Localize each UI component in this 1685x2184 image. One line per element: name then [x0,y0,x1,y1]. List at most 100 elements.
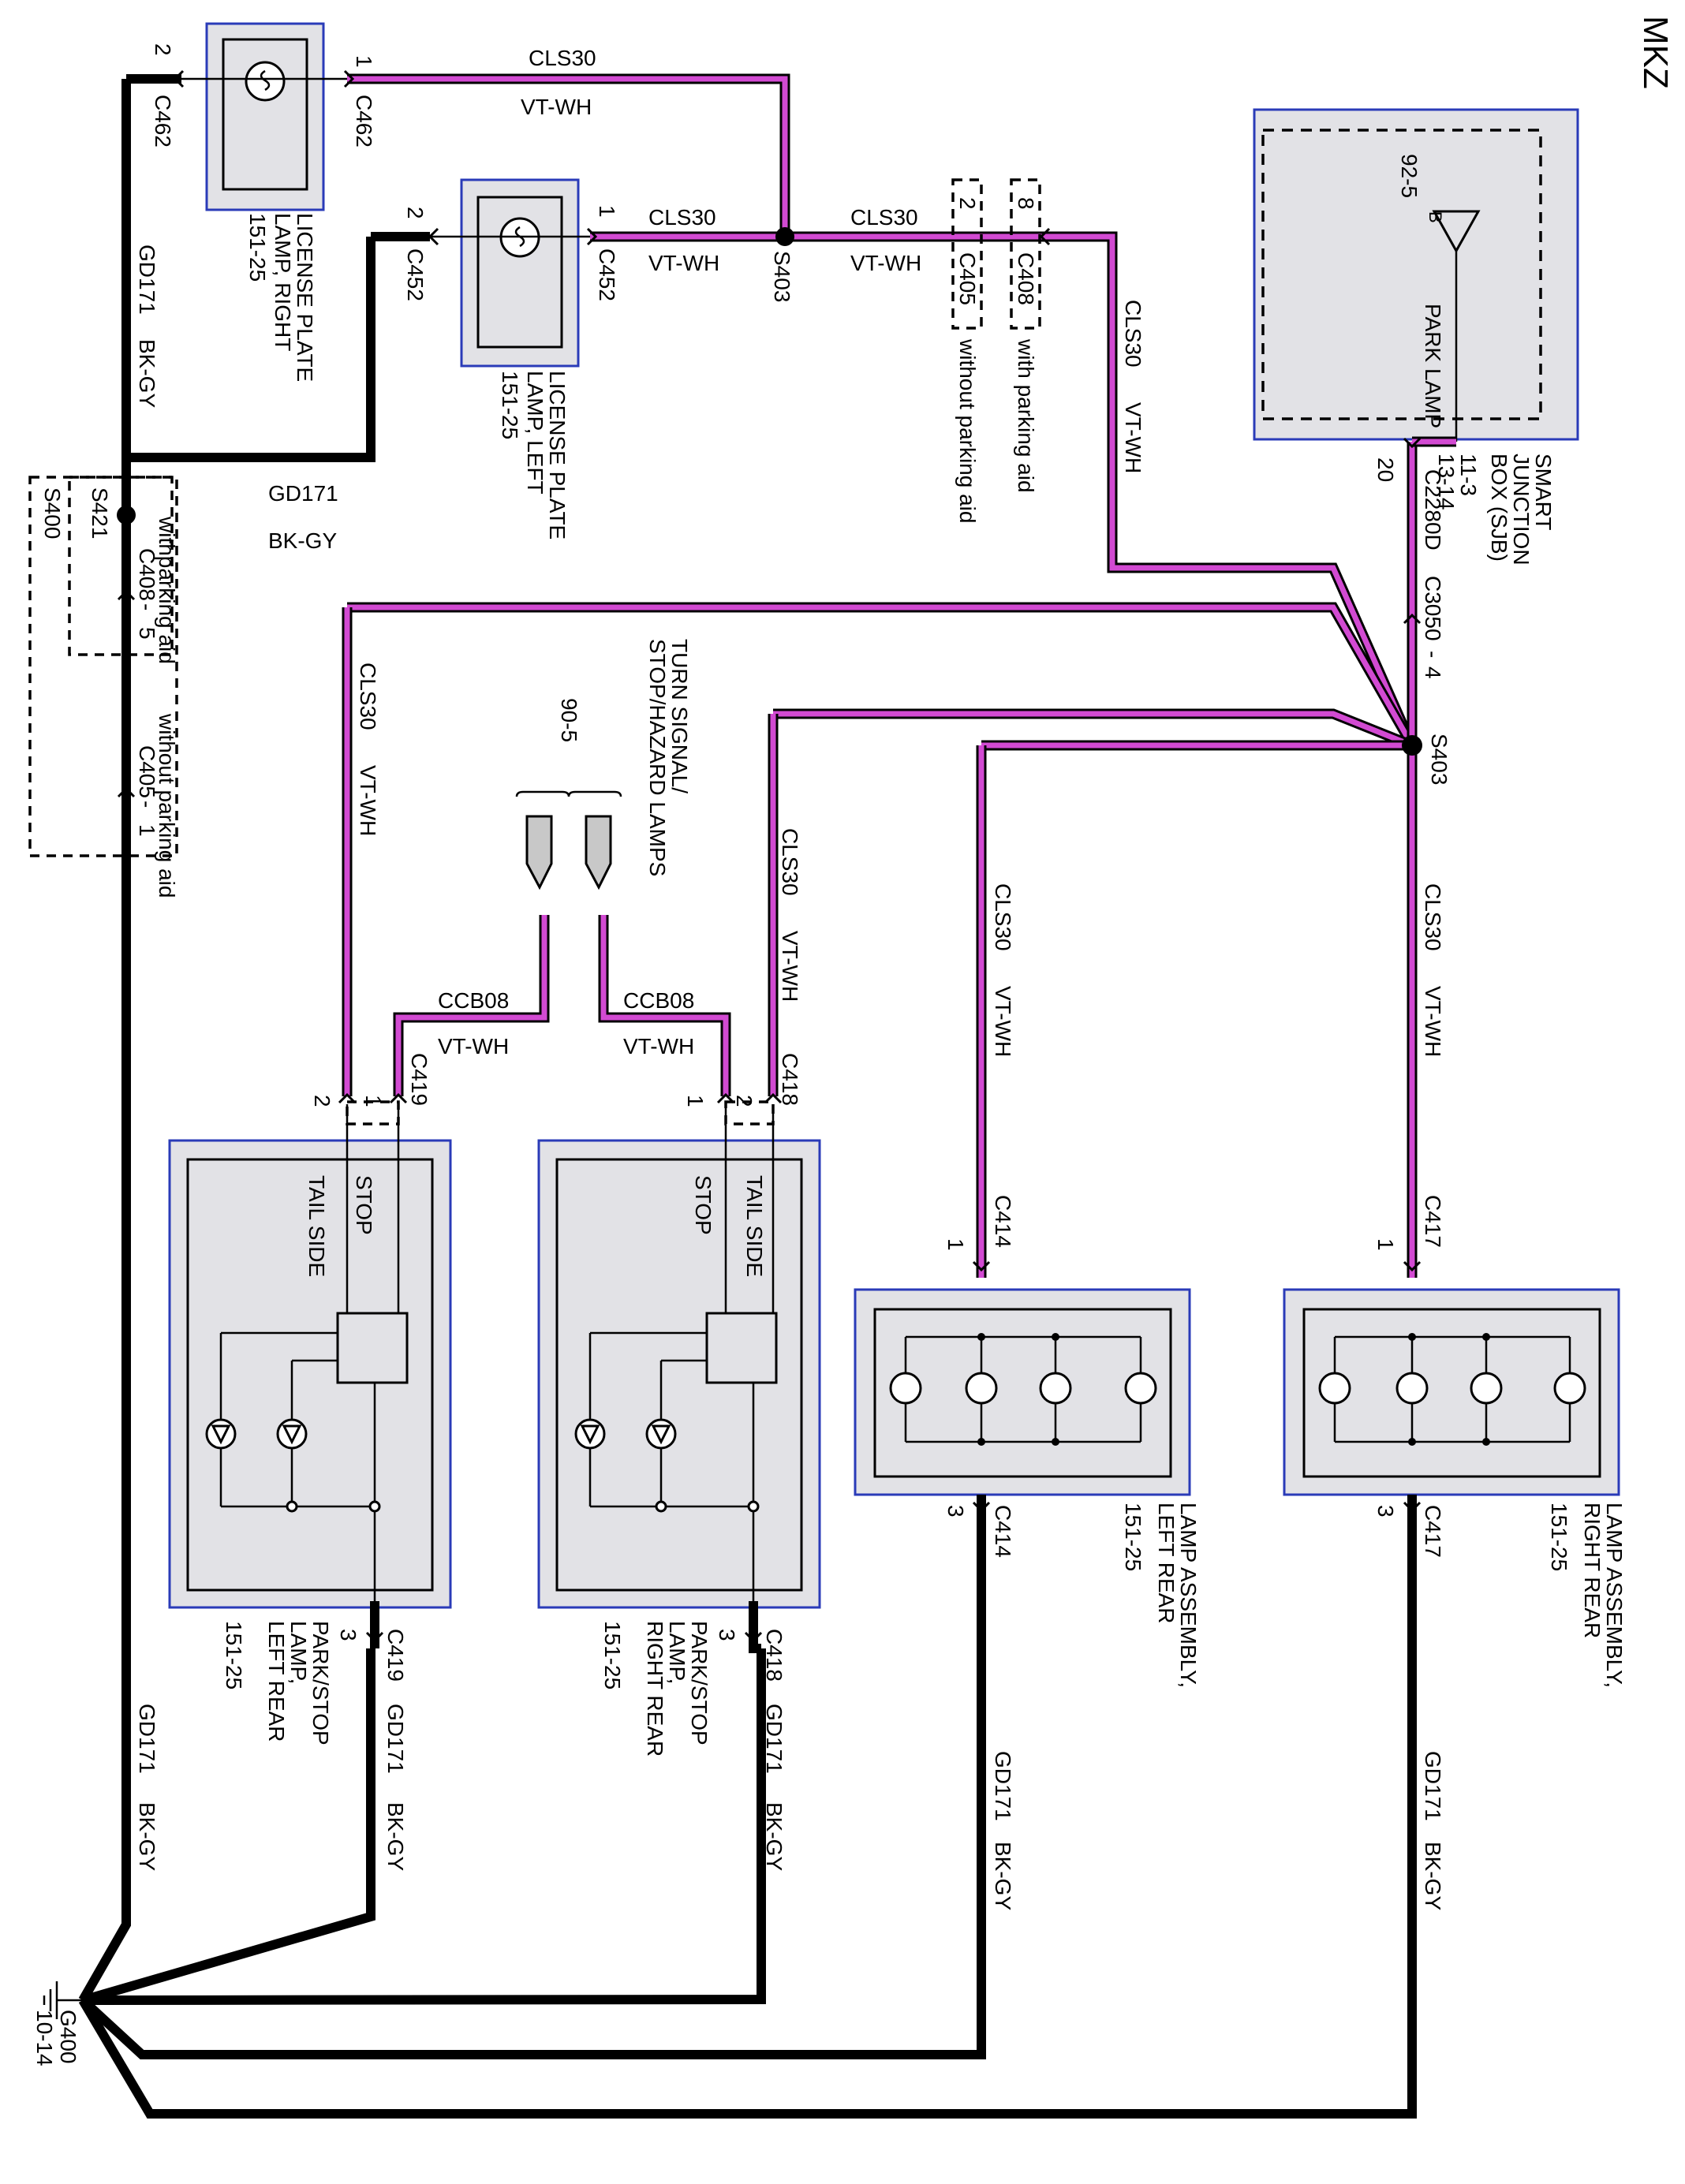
connector-c414-top: C414 [991,1195,1015,1248]
turn-name: TURN SIGNAL/ STOP/HAZARD LAMPS [645,639,692,877]
pin-1-c418: 1 [683,1095,708,1107]
lamp-lr-name: LAMP ASSEMBLY, LEFT REAR [1154,1503,1201,1689]
psrr-tail-label: TAIL SIDE [742,1175,767,1278]
wire-gd171-lr: GD171 [991,1751,1015,1821]
pin-3-c417: 3 [1373,1505,1398,1518]
wire-vtwh-s403: VT-WH [850,251,922,275]
connector-marks [117,69,1422,1643]
lamp-rr-ref: 151-25 [1547,1503,1571,1572]
lamp-assembly-left-rear [854,1288,1191,1496]
splice-s403-top: S403 [770,251,794,303]
connector-c405: C405 [955,252,980,305]
wire-vtwh-ccb08-right: VT-WH [623,1034,695,1058]
ground-name: G400 [56,2010,80,2064]
pin-3-c414: 3 [943,1505,968,1518]
lic-left-ref: 151-25 [498,371,522,440]
sjb-name: SMART JUNCTION BOX (SJB) [1487,454,1556,566]
pin-8-c408: 8 [1014,197,1038,210]
connector-c452-left: C452 [403,248,428,301]
c405-option: without parking aid [955,339,980,524]
park-stop-lamp-right-rear [537,1104,821,1609]
ground-wires [78,79,1417,2119]
lamp-assembly-right-rear [1283,1288,1620,1496]
wire-vtwh-pslr: VT-WH [356,765,380,837]
sjb-output-pin: B [1425,211,1445,223]
wire-bkgy-rr: BK-GY [1421,1842,1445,1911]
pin-1-c414: 1 [943,1238,968,1251]
pslr-tail-label: TAIL SIDE [304,1175,329,1278]
wire-ccb08-right-h: CCB08 [623,988,695,1013]
pin-1-c417: 1 [1373,1238,1398,1251]
connector-c417-top: C417 [1421,1195,1445,1248]
turn-signal-lamps [515,790,622,890]
connector-c462-right: C462 [352,95,376,147]
connector-c414-bottom: C414 [991,1505,1015,1558]
lamp-rr-name: LAMP ASSEMBLY, RIGHT REAR [1580,1503,1627,1689]
connector-c462-left: C462 [151,95,175,147]
connector-c419-bottom: C419 [383,1629,408,1682]
model-title: MKZ [1636,16,1675,89]
lamp-lr-ref: 151-25 [1121,1503,1145,1572]
power-wires [342,73,1418,1278]
wire-vtwh-c408: VT-WH [1121,402,1145,474]
wire-bkgy-lr: BK-GY [991,1842,1015,1911]
wire-vtwh-ccb08-left: VT-WH [438,1034,510,1058]
pslr-stop-label: STOP [352,1175,376,1235]
pin-3-c418: 3 [715,1629,739,1641]
pin-2-c462: 2 [151,43,175,56]
connector-c419-top: C419 [407,1053,432,1106]
lic-right-ref: 151-25 [245,213,270,282]
pin-1-c419: 1 [361,1095,386,1107]
lic-left-name: LICENSE PLATE LAMP, LEFT [523,371,570,540]
pin-4-c3050: 4 [1421,666,1445,679]
connector-c405-left: C405 [135,745,159,798]
ground-symbol-icon [43,1981,83,2019]
connector-c452-right: C452 [595,248,619,301]
splice-s403-main: S403 [1427,734,1451,786]
pin-2-c419: 2 [310,1095,334,1107]
wire-gd171-left-top: GD171 [135,245,159,315]
option-frames [28,178,1041,1126]
sjb-output-label: PARK LAMP [1421,304,1445,429]
wire-bkgy-left-bottom: BK-GY [135,1802,159,1872]
pin-20: 20 [1373,457,1398,483]
license-plate-lamp-right [181,22,347,211]
pin-2-c418: 2 [732,1095,757,1107]
dash-c408-s421: - [135,603,159,611]
connector-c418-top: C418 [778,1053,802,1106]
pin-2-c405: 2 [955,197,980,210]
psrr-stop-label: STOP [691,1175,715,1235]
sjb-pin-ref: 92-5 [1397,154,1422,199]
wire-bkgy-pslr: BK-GY [383,1802,408,1872]
wire-cls30-pslr: CLS30 [356,663,380,730]
wire-cls30-c408: CLS30 [1121,300,1145,368]
wire-cls30-s403: CLS30 [850,205,918,230]
wire-bkgy-s421: BK-GY [268,528,338,553]
pslr-ref: 151-25 [222,1621,246,1690]
wire-cls30-psrr: CLS30 [778,828,802,896]
lic-right-name: LICENSE PLATE LAMP, RIGHT [271,213,317,383]
wire-bkgy-left-top: BK-GY [135,339,159,409]
turn-ref: 90-5 [557,698,581,743]
ground-ref: 10-14 [32,2010,57,2066]
pin-1-c452: 1 [595,205,619,218]
wire-gd171-left-bottom: GD171 [135,1704,159,1774]
pin-1-c462: 1 [352,55,376,68]
wire-vtwh-psrr: VT-WH [778,931,802,1002]
c408-option: with parking aid [1014,339,1038,493]
wire-cls30-c452: CLS30 [648,205,716,230]
dash-c405-left: - [135,801,159,808]
wire-gd171-pslr: GD171 [383,1704,408,1774]
wire-vtwh-lr: VT-WH [991,986,1015,1058]
smart-junction-box [1253,108,1579,442]
license-plate-lamp-left [430,178,590,368]
wire-vtwh-c462: VT-WH [521,95,592,119]
splice-s421: S421 [88,487,112,539]
psrr-ref: 151-25 [600,1621,625,1690]
connector-c418-bottom: C418 [762,1629,786,1682]
connector-c417-bottom: C417 [1421,1505,1445,1558]
pin-5-c408: 5 [135,627,159,640]
splices [117,227,1422,756]
wire-vtwh-rr: VT-WH [1421,986,1445,1058]
